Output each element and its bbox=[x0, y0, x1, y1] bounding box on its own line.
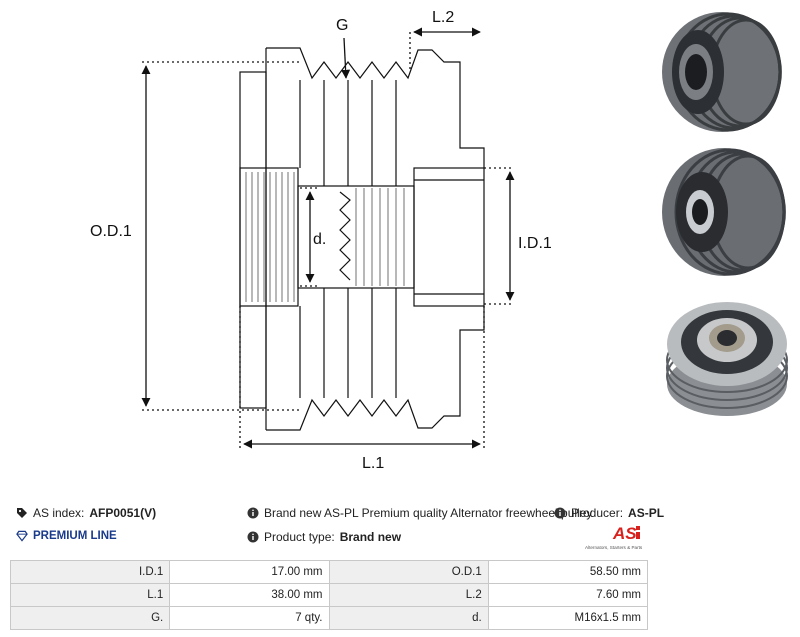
producer: Producer: AS-PL bbox=[554, 506, 664, 520]
product-description: Brand new AS-PL Premium quality Alternat… bbox=[247, 506, 592, 520]
g-pointer-arrow bbox=[341, 37, 351, 79]
table-row: L.1 38.00 mm L.2 7.60 mm bbox=[9, 583, 649, 607]
product-photo-rear bbox=[666, 302, 788, 416]
label-d: d. bbox=[313, 231, 326, 248]
as-index: AS index: AFP0051(V) bbox=[16, 506, 156, 520]
groove-profile-bottom bbox=[266, 306, 485, 431]
product-type: Product type: Brand new bbox=[247, 530, 401, 544]
spec-value: M16x1.5 mm bbox=[487, 606, 649, 630]
as-index-value: AFP0051(V) bbox=[89, 506, 157, 520]
product-type-label: Product type: bbox=[264, 530, 335, 544]
spec-label: G. bbox=[9, 606, 171, 630]
pulley-technical-drawing: G O.D.1 I.D.1 L.1 L.2 d. bbox=[90, 9, 552, 472]
diamond-icon bbox=[16, 530, 28, 542]
label-l1: L.1 bbox=[362, 455, 384, 472]
logo-mark: AS bbox=[612, 524, 637, 543]
label-l2: L.2 bbox=[432, 9, 454, 26]
spec-value: 7.60 mm bbox=[487, 583, 649, 607]
spec-label: L.2 bbox=[328, 583, 489, 607]
spec-label: d. bbox=[328, 606, 489, 630]
spec-value: 17.00 mm bbox=[169, 560, 330, 584]
info-icon bbox=[247, 531, 259, 543]
info-icon bbox=[554, 507, 566, 519]
table-row: I.D.1 17.00 mm O.D.1 58.50 mm bbox=[9, 560, 649, 584]
premium-line-badge: PREMIUM LINE bbox=[16, 530, 117, 542]
tag-icon bbox=[16, 507, 28, 519]
spec-value: 58.50 mm bbox=[487, 560, 649, 584]
product-photo-side bbox=[662, 12, 782, 132]
spec-value: 7 qty. bbox=[169, 606, 330, 630]
logo-tagline: Alternators, Starters & Parts bbox=[585, 545, 643, 550]
spec-value: 38.00 mm bbox=[169, 583, 330, 607]
product-photo-front bbox=[662, 148, 786, 276]
description-text: Brand new AS-PL Premium quality Alternat… bbox=[264, 506, 593, 520]
table-row: G. 7 qty. d. M16x1.5 mm bbox=[9, 606, 649, 630]
spec-label: I.D.1 bbox=[9, 560, 171, 584]
label-od1: O.D.1 bbox=[90, 223, 132, 240]
premium-line-label: PREMIUM LINE bbox=[33, 530, 117, 542]
producer-value: AS-PL bbox=[628, 506, 665, 520]
as-index-label: AS index: bbox=[33, 506, 85, 520]
label-groove: G bbox=[336, 17, 348, 34]
spec-label: L.1 bbox=[9, 583, 171, 607]
info-icon bbox=[247, 507, 259, 519]
specifications-table: I.D.1 17.00 mm O.D.1 58.50 mm L.1 38.00 … bbox=[9, 560, 649, 630]
groove-profile-top bbox=[266, 47, 485, 168]
spec-label: O.D.1 bbox=[328, 560, 489, 584]
label-id1: I.D.1 bbox=[518, 235, 552, 252]
as-pl-logo: AS Alternators, Starters & Parts bbox=[585, 524, 643, 550]
product-type-value: Brand new bbox=[339, 530, 402, 544]
producer-label: Producer: bbox=[571, 506, 624, 520]
